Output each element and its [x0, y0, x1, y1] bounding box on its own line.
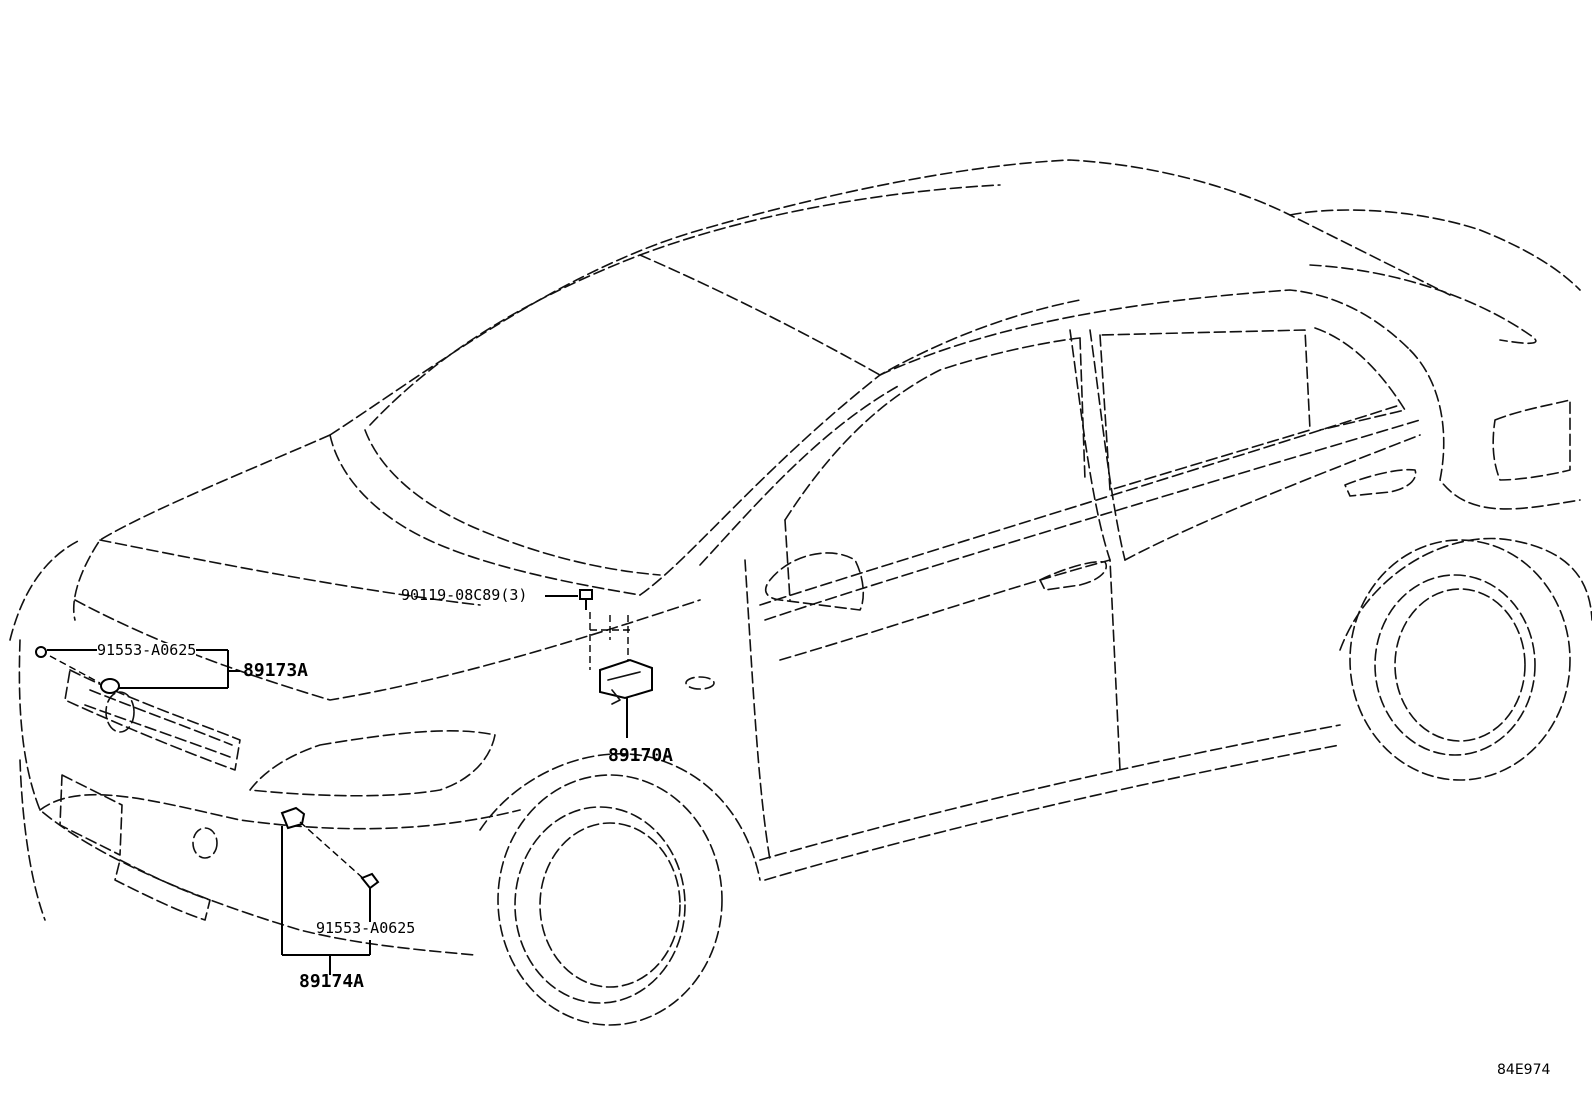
- leader-bolt-top: [545, 589, 630, 670]
- callout-sensor-left: 89173A: [243, 660, 309, 681]
- callout-sensor-bottom: 89174A: [299, 971, 365, 992]
- rear-wheel: [1339, 537, 1592, 781]
- callout-bolt-top: 90119-08C89(3): [401, 586, 528, 604]
- leader-sensor-left: [35, 646, 240, 694]
- callout-bolt-bottom: 91553-A0625: [316, 919, 416, 937]
- callout-module-center: 89170A: [608, 745, 674, 766]
- leader-sensor-bottom: [280, 806, 380, 975]
- callout-bolt-left: 91553-A0625: [97, 641, 197, 659]
- airbag-module: [599, 658, 653, 738]
- illustration-code: 84E974: [1497, 1062, 1551, 1078]
- front-wheel: [479, 753, 761, 1026]
- car-body-outline: [9, 159, 1581, 956]
